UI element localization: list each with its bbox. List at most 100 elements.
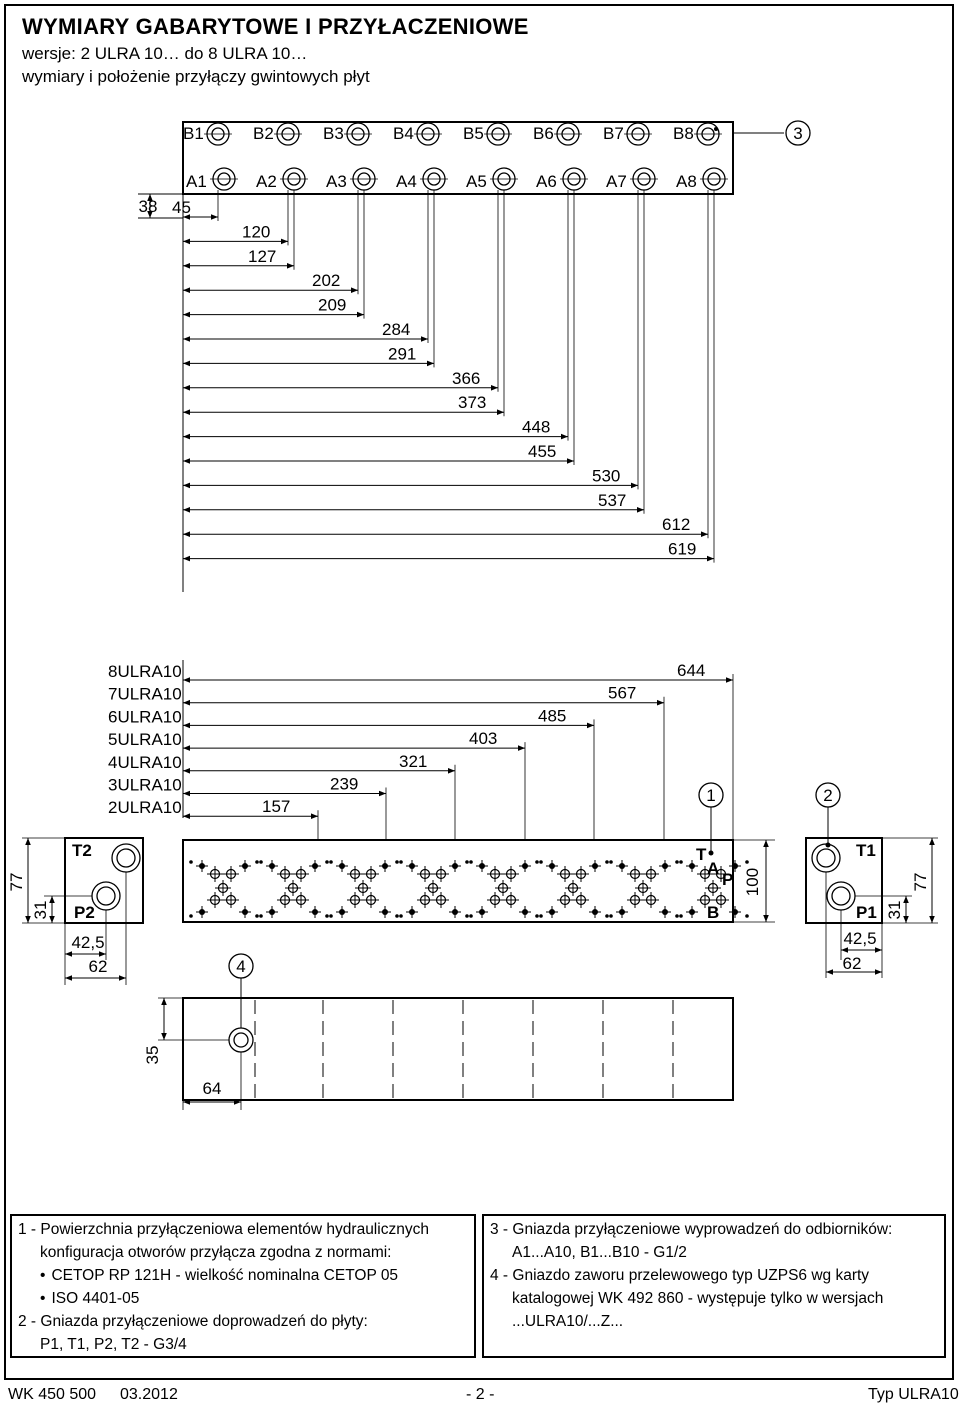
locating-pin [189, 914, 193, 918]
note-4-line3: ...ULRA10/...Z... [512, 1313, 624, 1330]
dim-62-left: 62 [89, 957, 108, 976]
version-4: 4ULRA10 [108, 753, 182, 772]
locating-pin [255, 860, 259, 864]
port-p2-outer [91, 881, 121, 911]
note-1-iso: ISO 4401-05 [18, 1287, 468, 1310]
callout-3-circle [785, 120, 811, 146]
locating-pin [329, 860, 333, 864]
notes-right: 3 - Gniazda przyłączeniowe wyprowadzeń d… [482, 1214, 946, 1358]
locating-pin [255, 914, 259, 918]
port-b-label: B2 [253, 124, 274, 143]
dim-45: 45 [172, 198, 191, 217]
locating-pin [605, 914, 609, 918]
callout-1: 1 [706, 786, 715, 805]
locating-pin [465, 860, 469, 864]
dim-120: 120 [242, 222, 270, 241]
length-321: 321 [399, 752, 427, 771]
valve-port-b: B [707, 903, 719, 922]
locating-pin [605, 860, 609, 864]
description-line: wymiary i położenie przyłączy gwintowych… [22, 67, 370, 86]
callout-2: 2 [823, 786, 832, 805]
page-frame [4, 4, 954, 1380]
port-p1-inner [831, 886, 851, 906]
length-403: 403 [469, 729, 497, 748]
locating-pin [329, 914, 333, 918]
callout-3: 3 [793, 124, 802, 143]
footer-doc-number: WK 450 500 [8, 1386, 97, 1403]
dim-77-left: 77 [7, 873, 26, 892]
locating-pin [609, 914, 613, 918]
port-t2-outer [111, 843, 141, 873]
note-2-title: 2 - Gniazda przyłączeniowe doprowadzeń d… [18, 1313, 368, 1330]
dim-612: 612 [662, 515, 690, 534]
locating-pin [535, 914, 539, 918]
footer-date: 03.2012 [120, 1386, 178, 1403]
port-p1-outer [826, 881, 856, 911]
locating-pin [745, 914, 749, 918]
note-2-ports: P1, T1, P2, T2 - G3/4 [40, 1336, 187, 1353]
port-a-label: A4 [396, 172, 417, 191]
footer-type: Typ ULRA10 [868, 1386, 959, 1403]
dim-64: 64 [203, 1079, 222, 1098]
footer-page: - 2 - [466, 1386, 495, 1403]
top-plate-outline [182, 121, 734, 195]
locating-pin [259, 914, 263, 918]
port-p1-label: P1 [856, 903, 877, 922]
locating-pin [679, 914, 683, 918]
port-a-label: A3 [326, 172, 347, 191]
dim-31-right: 31 [885, 901, 904, 920]
locating-pin [469, 914, 473, 918]
port-a-label: A7 [606, 172, 627, 191]
versions-line: wersje: 2 ULRA 10… do 8 ULRA 10… [22, 44, 308, 63]
port-t1-inner [816, 848, 836, 868]
valve-port-t: T [696, 845, 707, 864]
locating-pin [609, 860, 613, 864]
version-2: 2ULRA10 [108, 798, 182, 817]
port-p2-inner [96, 886, 116, 906]
locating-pin [395, 914, 399, 918]
note-1-cetop: CETOP RP 121H - wielkość nominalna CETOP… [18, 1264, 468, 1287]
notes-left: 1 - Powierzchnia przyłączeniowa elementó… [10, 1214, 476, 1358]
dim-31-left: 31 [31, 901, 50, 920]
locating-pin [465, 914, 469, 918]
port-a-label: A6 [536, 172, 557, 191]
port-t2-label: T2 [72, 841, 92, 860]
dim-209: 209 [318, 296, 346, 315]
note-4-title: 4 - Gniazdo zaworu przelewowego typ UZPS… [490, 1267, 870, 1284]
dim-619: 619 [668, 540, 696, 559]
dim-366: 366 [452, 369, 480, 388]
dim-202: 202 [312, 271, 340, 290]
valve-port-p: P [722, 870, 733, 889]
version-6: 6ULRA10 [108, 707, 182, 726]
locating-pin [325, 914, 329, 918]
locating-pin [259, 860, 263, 864]
port-b-label: B7 [603, 124, 624, 143]
port-a-label: A5 [466, 172, 487, 191]
port-a-label: A8 [676, 172, 697, 191]
dim-530: 530 [592, 466, 620, 485]
port-a-label: A1 [186, 172, 207, 191]
note-1-title: 1 - Powierzchnia przyłączeniowa elementó… [18, 1221, 429, 1238]
locating-pin [675, 914, 679, 918]
locating-pin [539, 914, 543, 918]
version-lengths: 8ULRA10 7ULRA10 6ULRA10 5ULRA10 4ULRA10 … [108, 661, 734, 840]
version-7: 7ULRA10 [108, 685, 182, 704]
version-8: 8ULRA10 [108, 662, 182, 681]
dim-455: 455 [528, 442, 556, 461]
left-end-view [64, 837, 144, 924]
note-3-threads: A1...A10, B1...B10 - G1/2 [512, 1244, 687, 1261]
b8-marker [714, 127, 718, 131]
version-5: 5ULRA10 [108, 730, 182, 749]
port-b-label: B4 [393, 124, 414, 143]
port-t2-inner [116, 848, 136, 868]
length-567: 567 [608, 684, 636, 703]
dim-100: 100 [743, 868, 762, 896]
dim-77-right: 77 [911, 873, 930, 892]
locating-pin [675, 860, 679, 864]
locating-pin [539, 860, 543, 864]
port-b-label: B5 [463, 124, 484, 143]
dim-35: 35 [143, 1046, 162, 1065]
valve-mounting-patterns [189, 842, 831, 918]
